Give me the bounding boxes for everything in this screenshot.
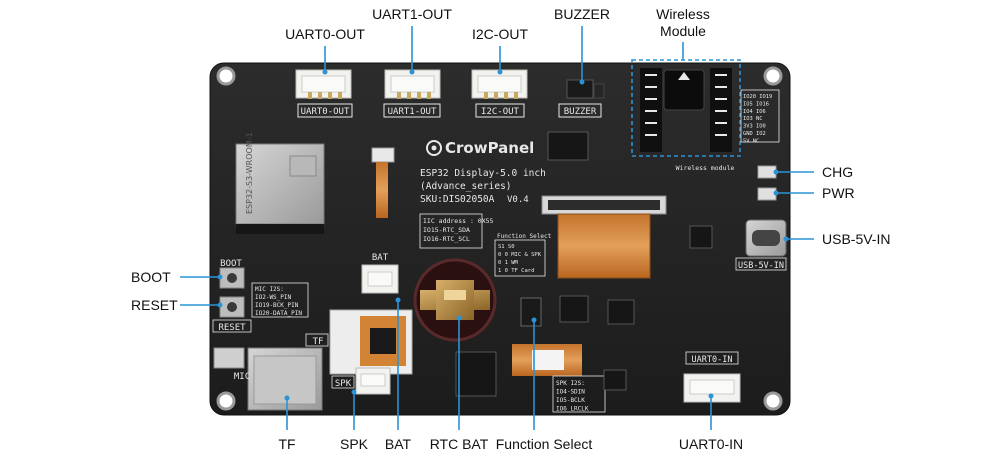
- spknote-line: IO5-BCLK: [556, 397, 585, 404]
- i2cnote-line: IO15-RTC_SDA: [423, 226, 470, 234]
- wpins-line: IO5 IO16: [743, 101, 769, 107]
- fsrows-line: 0 1 WM: [498, 260, 519, 266]
- callout-wireless-line2: Module: [660, 23, 706, 39]
- callout-wireless-line1: Wireless: [656, 6, 710, 22]
- callout-boot: BOOT: [131, 269, 171, 285]
- fsrows-line: S1 S0: [498, 244, 515, 250]
- fsrows-line: 1 0 TF Card: [498, 268, 534, 274]
- wpins-line: IO3 NC: [743, 116, 762, 122]
- wpins-line: IO4 IO6: [743, 109, 766, 115]
- callout-i2c-out: I2C-OUT: [472, 26, 528, 42]
- callout-uart0-in: UART0-IN: [678, 436, 744, 452]
- i2cnote-line: IO16-RTC_SCL: [423, 235, 470, 243]
- silk-buzzer: BUZZER: [564, 107, 597, 117]
- mounting-holes: [216, 66, 783, 411]
- silk-bat: BAT: [372, 253, 389, 263]
- rtc-coin-holder: [413, 258, 497, 342]
- callout-reset: RESET: [131, 297, 178, 313]
- brand-name: CrowPanel: [445, 139, 534, 157]
- silk-usb: USB-5V-IN: [738, 261, 784, 271]
- uart0-out-connector: [295, 69, 352, 99]
- silk-reset: RESET: [218, 323, 246, 333]
- model-line-2: (Advance_series): [420, 181, 512, 192]
- i2c-out-connector: [471, 69, 528, 99]
- spknote-line: SPK I2S:: [556, 380, 585, 387]
- model-line-1: ESP32 Display-5.0 inch: [420, 168, 546, 179]
- wpins-line: IO20 IO19: [743, 94, 772, 100]
- fsrows-line: 0 0 MIC & SPK: [498, 252, 542, 258]
- callout-uart0-out: UART0-OUT: [285, 26, 365, 42]
- silk-boot: BOOT: [220, 259, 242, 269]
- silk-spk: SPK: [335, 379, 352, 389]
- callout-pwr: PWR: [822, 185, 855, 201]
- callout-tf: TF: [278, 436, 296, 452]
- module-label: ESP32-S3-WROOM-1: [245, 132, 254, 214]
- wireless-module-header: [631, 59, 741, 157]
- micnote-line: IO2-WS_PIN: [255, 294, 292, 301]
- wpins-line: GND IO2: [743, 131, 766, 137]
- esp32-module: ESP32-S3-WROOM-1: [235, 132, 325, 234]
- lcd-flex-cable: [541, 195, 667, 279]
- silk-i2c-out: I2C-OUT: [481, 107, 520, 117]
- i2c-note: IIC address : 0X55IO15-RTC_SDAIO16-RTC_S…: [423, 217, 494, 243]
- silk-tf: TF: [313, 337, 324, 347]
- silk-uart0-out: UART0-OUT: [301, 107, 350, 117]
- i2cnote-line: IIC address : 0X55: [423, 217, 494, 225]
- micnote-line: IO19-BCK_PIN: [255, 302, 299, 309]
- silk-uart1-out: UART1-OUT: [388, 107, 437, 117]
- mic-note: MIC I2S:IO2-WS_PINIO19-BCK_PINIO20-DATA_…: [255, 286, 302, 317]
- callout-rtc-bat: RTC BAT: [429, 436, 489, 452]
- callout-function-select: Function Select: [495, 436, 593, 452]
- callout-spk: SPK: [339, 436, 368, 452]
- silk-wireless-module: Wireless module: [676, 164, 735, 172]
- callout-chg: CHG: [822, 164, 854, 180]
- usb-c-port: [745, 219, 787, 257]
- callout-leaders: [180, 26, 814, 430]
- callout-usb-5v-in: USB-5V-IN: [822, 231, 891, 247]
- micnote-line: IO20-DATA_PIN: [255, 310, 302, 317]
- sku-text: SKU:DIS02050A: [420, 194, 495, 205]
- buzzer-component: [566, 79, 594, 99]
- callout-uart1-out: UART1-OUT: [372, 6, 452, 22]
- wpins-line: 3V3 IO0: [743, 124, 766, 130]
- micnote-line: MIC I2S:: [255, 286, 284, 293]
- function-select-table: Function Select S1 S0 0 0 MIC & SPK 0 1 WM…: [494, 233, 552, 277]
- silk-mic: MIC: [234, 372, 250, 382]
- callout-buzzer: BUZZER: [554, 6, 610, 22]
- spknote-line: IO4-SDIN: [556, 389, 585, 396]
- spknote-line: IO6_LRCLK: [556, 406, 589, 413]
- callout-bat: BAT: [384, 436, 412, 452]
- version-text: V0.4: [507, 195, 529, 205]
- silk-uart0-in: UART0-IN: [692, 355, 733, 365]
- function-select-switch: [520, 297, 542, 327]
- wpins-line: 5V NC: [743, 138, 759, 144]
- callout-dots: [217, 69, 789, 401]
- uart1-out-connector: [384, 69, 441, 99]
- brand-logo: [426, 140, 442, 156]
- function-select-title: Function Select: [497, 233, 552, 240]
- tf-card-socket: [247, 347, 323, 411]
